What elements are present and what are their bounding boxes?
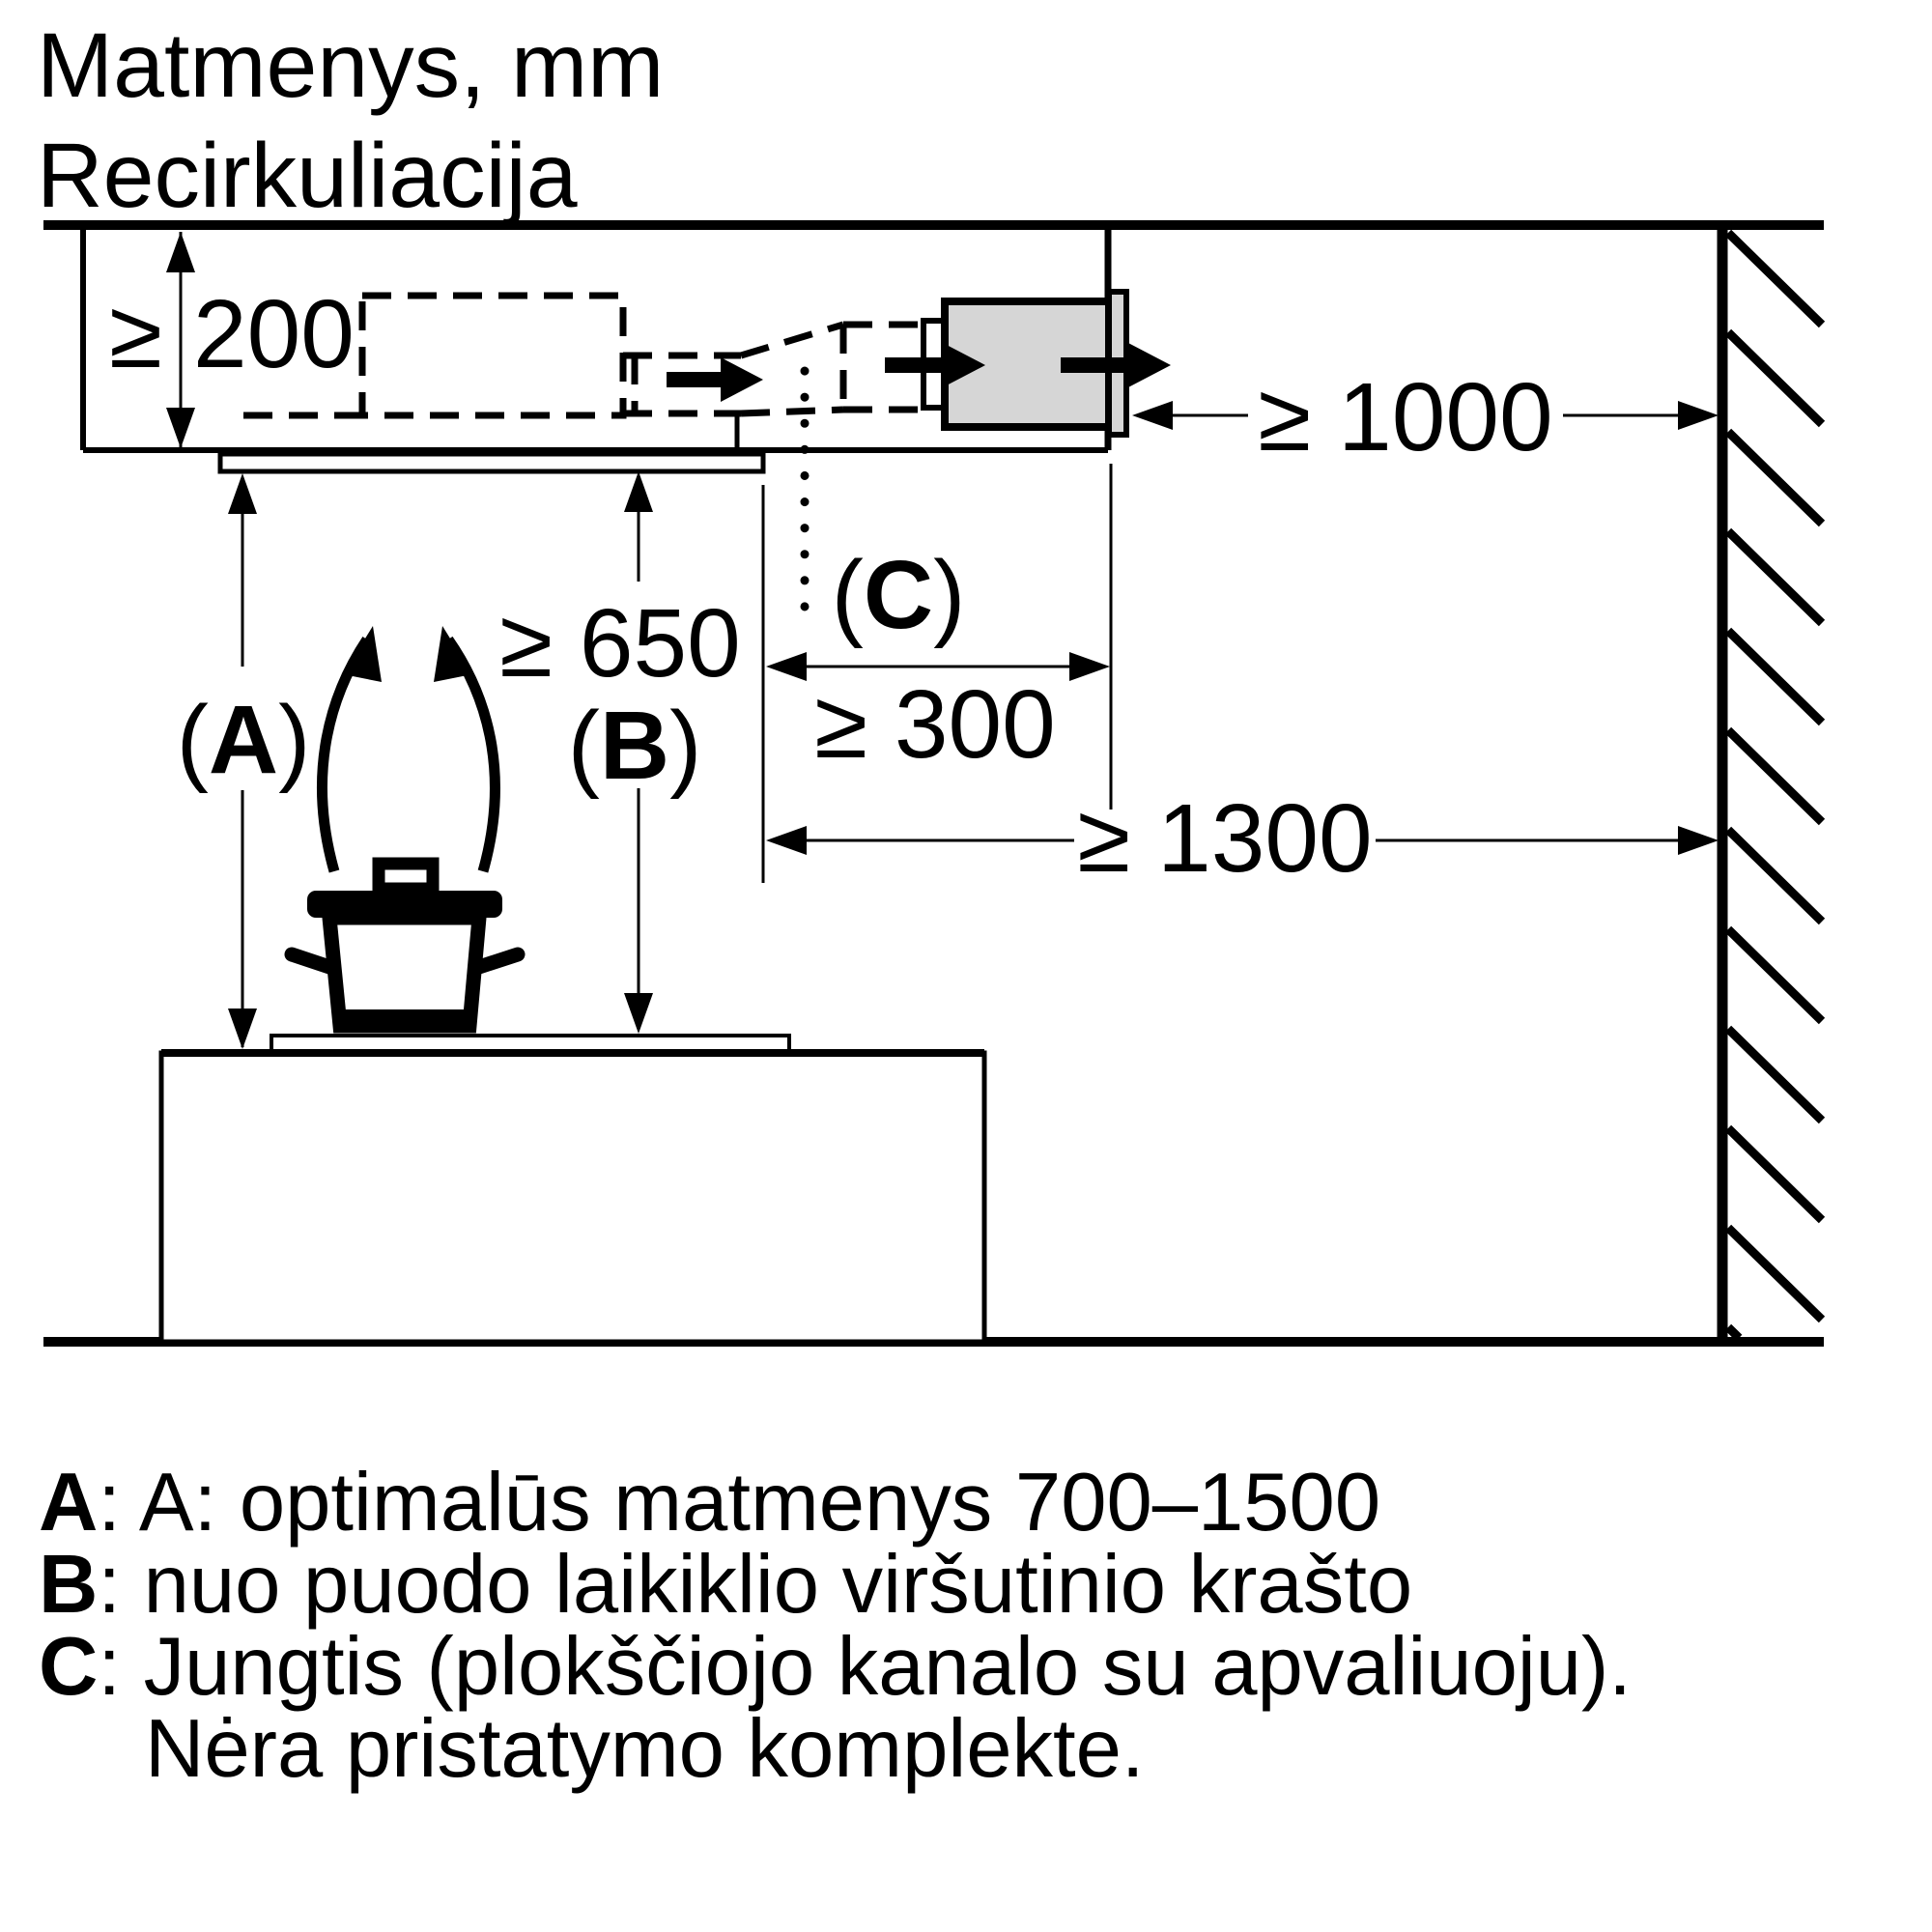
wall-hatch-stroke bbox=[1724, 229, 1826, 328]
dimension-ceiling-clearance: ≥ 200 bbox=[109, 232, 355, 448]
dim-1000-arrowhead-right bbox=[1678, 401, 1719, 430]
wall-hatch-pattern bbox=[1724, 229, 1826, 1342]
kitchen-island bbox=[158, 1034, 987, 1345]
dim-1300-arrowhead-left bbox=[766, 826, 807, 855]
wall-hatch-stroke bbox=[1724, 1323, 1743, 1342]
wall-hatch-stroke bbox=[1724, 1224, 1826, 1323]
airflow-arrows bbox=[667, 343, 1171, 402]
legend-line-b: B: nuo puodo laikiklio viršutinio krašto bbox=[39, 1539, 1412, 1631]
dim-300-arrowhead-right bbox=[1069, 652, 1110, 681]
dim-a-label: (A) bbox=[177, 686, 311, 794]
cooking-pot-icon bbox=[284, 857, 526, 1034]
hood-body-dashed-outline bbox=[358, 292, 627, 419]
legend-line-c2: Nėra pristatymo komplekte. bbox=[145, 1703, 1145, 1795]
wall-hatch-stroke bbox=[1724, 1025, 1826, 1124]
dim-b-label: (B) bbox=[568, 692, 702, 800]
dimension-hob-to-wall: ≥ 1300 bbox=[766, 784, 1719, 893]
wall-hatch-stroke bbox=[1724, 1124, 1826, 1224]
dim-b-arrowhead-down bbox=[624, 993, 653, 1034]
hidden-hood-and-duct bbox=[243, 292, 925, 631]
dim-b-arrowhead-up bbox=[624, 471, 653, 512]
steam-arrows bbox=[317, 626, 500, 873]
adapter-bottom-dashed bbox=[740, 406, 844, 417]
legend: A: A: optimalūs matmenys 700–1500 B: nuo… bbox=[39, 1457, 1632, 1795]
legend-line-c: C: Jungtis (plokščiojo kanalo su apvaliu… bbox=[39, 1621, 1632, 1713]
airflow-arrow-outlet-head bbox=[1128, 343, 1171, 387]
dim-200-arrowhead-down bbox=[166, 408, 195, 448]
dim-1300-text: ≥ 1300 bbox=[1077, 784, 1372, 893]
wall-hatch-stroke bbox=[1724, 627, 1826, 726]
dim-300-arrowhead-left bbox=[766, 652, 807, 681]
dim-200-symbol: ≥ bbox=[109, 280, 162, 388]
wall-hatch-stroke bbox=[1724, 328, 1826, 428]
pot-handle-right bbox=[469, 947, 526, 976]
title-line-1: Matmenys, mm bbox=[37, 14, 664, 117]
dimension-duct-connection: ≥ 300 bbox=[761, 464, 1113, 883]
pot-lid-knob bbox=[372, 857, 440, 895]
dim-a-arrowhead-down bbox=[228, 1009, 257, 1049]
hood-ceiling-panel bbox=[217, 451, 766, 474]
dim-a-arrowhead-up bbox=[228, 473, 257, 514]
dim-1000-text: ≥ 1000 bbox=[1258, 363, 1552, 471]
wall-hatch-stroke bbox=[1724, 428, 1826, 527]
dim-300-text: ≥ 300 bbox=[814, 670, 1056, 779]
dim-650-text: ≥ 650 bbox=[499, 589, 741, 697]
diagram-title: Matmenys, mm Recirkuliacija bbox=[37, 14, 664, 227]
dim-1300-arrowhead-right bbox=[1678, 826, 1719, 855]
label-c: (C) bbox=[832, 541, 966, 649]
wall-hatch-stroke bbox=[1724, 925, 1826, 1025]
dimension-b: ≥ 650 (B) bbox=[499, 471, 741, 1034]
hob-plate bbox=[270, 1034, 791, 1053]
pot-handle-left bbox=[284, 947, 340, 976]
dimension-blower-to-wall: ≥ 1000 bbox=[1132, 363, 1719, 471]
title-line-2: Recirkuliacija bbox=[37, 125, 578, 227]
wall-hatch-stroke bbox=[1724, 527, 1826, 627]
legend-line-a: A: A: optimalūs matmenys 700–1500 bbox=[39, 1457, 1380, 1548]
airflow-arrow-inlet-head bbox=[943, 343, 985, 387]
wall-hatch-stroke bbox=[1724, 726, 1826, 826]
airflow-arrow-duct-head bbox=[721, 357, 763, 402]
steam-arrow-right-head bbox=[434, 626, 472, 682]
steam-arrow-left-head bbox=[343, 626, 382, 682]
counter-cabinet bbox=[158, 1050, 987, 1345]
dim-1000-arrowhead-left bbox=[1132, 401, 1173, 430]
dimension-a: (A) bbox=[177, 473, 311, 1049]
dim-200-arrowhead-up bbox=[166, 232, 195, 272]
dim-200-value: 200 bbox=[193, 280, 355, 388]
wall-hatch-stroke bbox=[1724, 826, 1826, 925]
adapter-top-dashed bbox=[739, 321, 845, 359]
